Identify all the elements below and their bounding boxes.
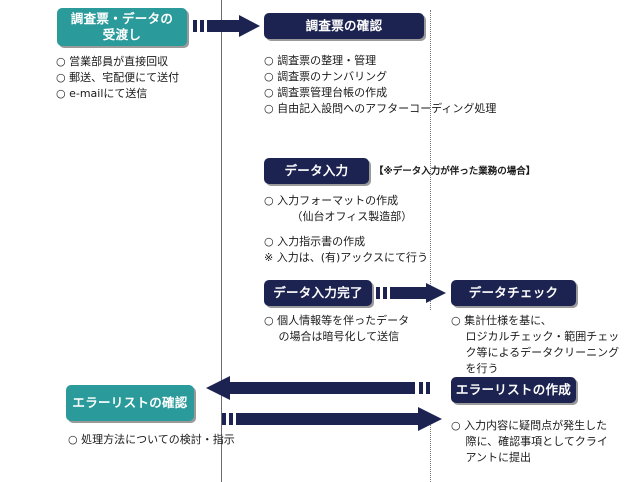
- data-input-note: 【※データ入力が伴った業務の場合】: [374, 166, 536, 177]
- error-create-box: エラーリストの作成: [451, 377, 576, 403]
- arrow-left-icon: [206, 376, 430, 400]
- confirm-box: 調査票の確認: [264, 13, 424, 39]
- input-done-items: ○ 個人情報等を伴ったデータ の場合は暗号化して送信: [264, 314, 410, 343]
- input-done-box: データ入力完了: [264, 280, 372, 306]
- data-check-box: データチェック: [451, 280, 576, 306]
- dotted-divider: [430, 10, 431, 310]
- arrow-right-icon: [193, 15, 260, 37]
- error-confirm-items: ○ 処理方法についての検討・指示: [68, 433, 235, 446]
- input-items-1: ○ 入力フォーマットの作成 （仙台オフィス製造部）: [264, 194, 413, 223]
- receipt-box: 調査票・データの 受渡し: [57, 8, 187, 46]
- dotted-divider-lower: [430, 420, 431, 482]
- receipt-items: ○ 営業部員が直接回収 ○ 郵送、宅配便にて送付 ○ e-mailにて送信: [56, 55, 180, 100]
- arrow-right-icon: [376, 283, 446, 303]
- vertical-divider: [221, 0, 222, 482]
- arrow-right-icon: [222, 407, 442, 431]
- input-items-2: ○ 入力指示書の作成 ※ 入力は、(有)アックスにて行う: [264, 235, 428, 264]
- confirm-items: ○ 調査票の整理・管理 ○ 調査票のナンバリング ○ 調査票管理台帳の作成 ○ …: [264, 54, 497, 115]
- check-items: ○ 集計仕様を基に、 ロジカルチェック・範囲チェッ ク等によるデータクリーニング…: [451, 314, 620, 375]
- error-confirm-box: エラーリストの確認: [66, 385, 194, 421]
- error-create-items: ○ 入力内容に疑問点が発生した 際に、確認事項としてクライ アントに提出: [451, 419, 608, 464]
- data-input-box: データ入力: [264, 158, 369, 184]
